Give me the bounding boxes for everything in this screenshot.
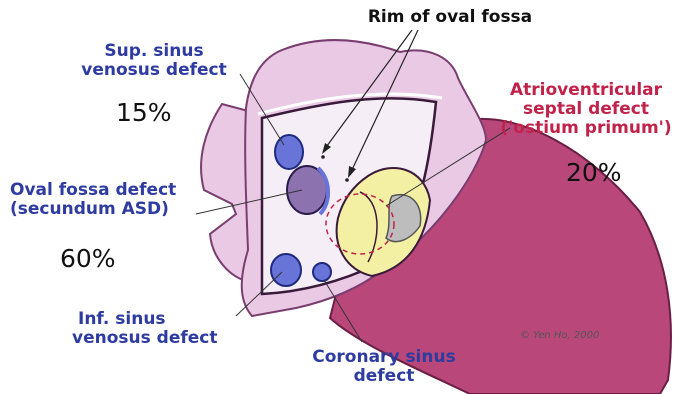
copyright-credit: © Yen Ho, 2000 <box>520 330 599 341</box>
pointer-dot <box>321 155 325 159</box>
inf-sinus-defect <box>271 254 301 286</box>
sup-sinus-percent: 15% <box>116 98 172 127</box>
sup-sinus-defect <box>275 135 303 169</box>
inf-sinus-label: Inf. sinus venosus defect <box>72 310 217 348</box>
pointer-dot <box>345 178 349 182</box>
av-septal-label: Atrioventricular septal defect ('ostium … <box>488 81 684 138</box>
coronary-sinus-defect <box>313 263 331 281</box>
av-septal-percent: 20% <box>566 158 622 187</box>
coronary-sinus-label: Coronary sinus defect <box>294 348 474 386</box>
sup-sinus-label: Sup. sinus venosus defect <box>74 42 234 80</box>
rim-of-oval-fossa-label: Rim of oval fossa <box>340 8 560 27</box>
oval-fossa-percent: 60% <box>60 244 116 273</box>
oval-fossa-label: Oval fossa defect (secundum ASD) <box>10 181 176 219</box>
